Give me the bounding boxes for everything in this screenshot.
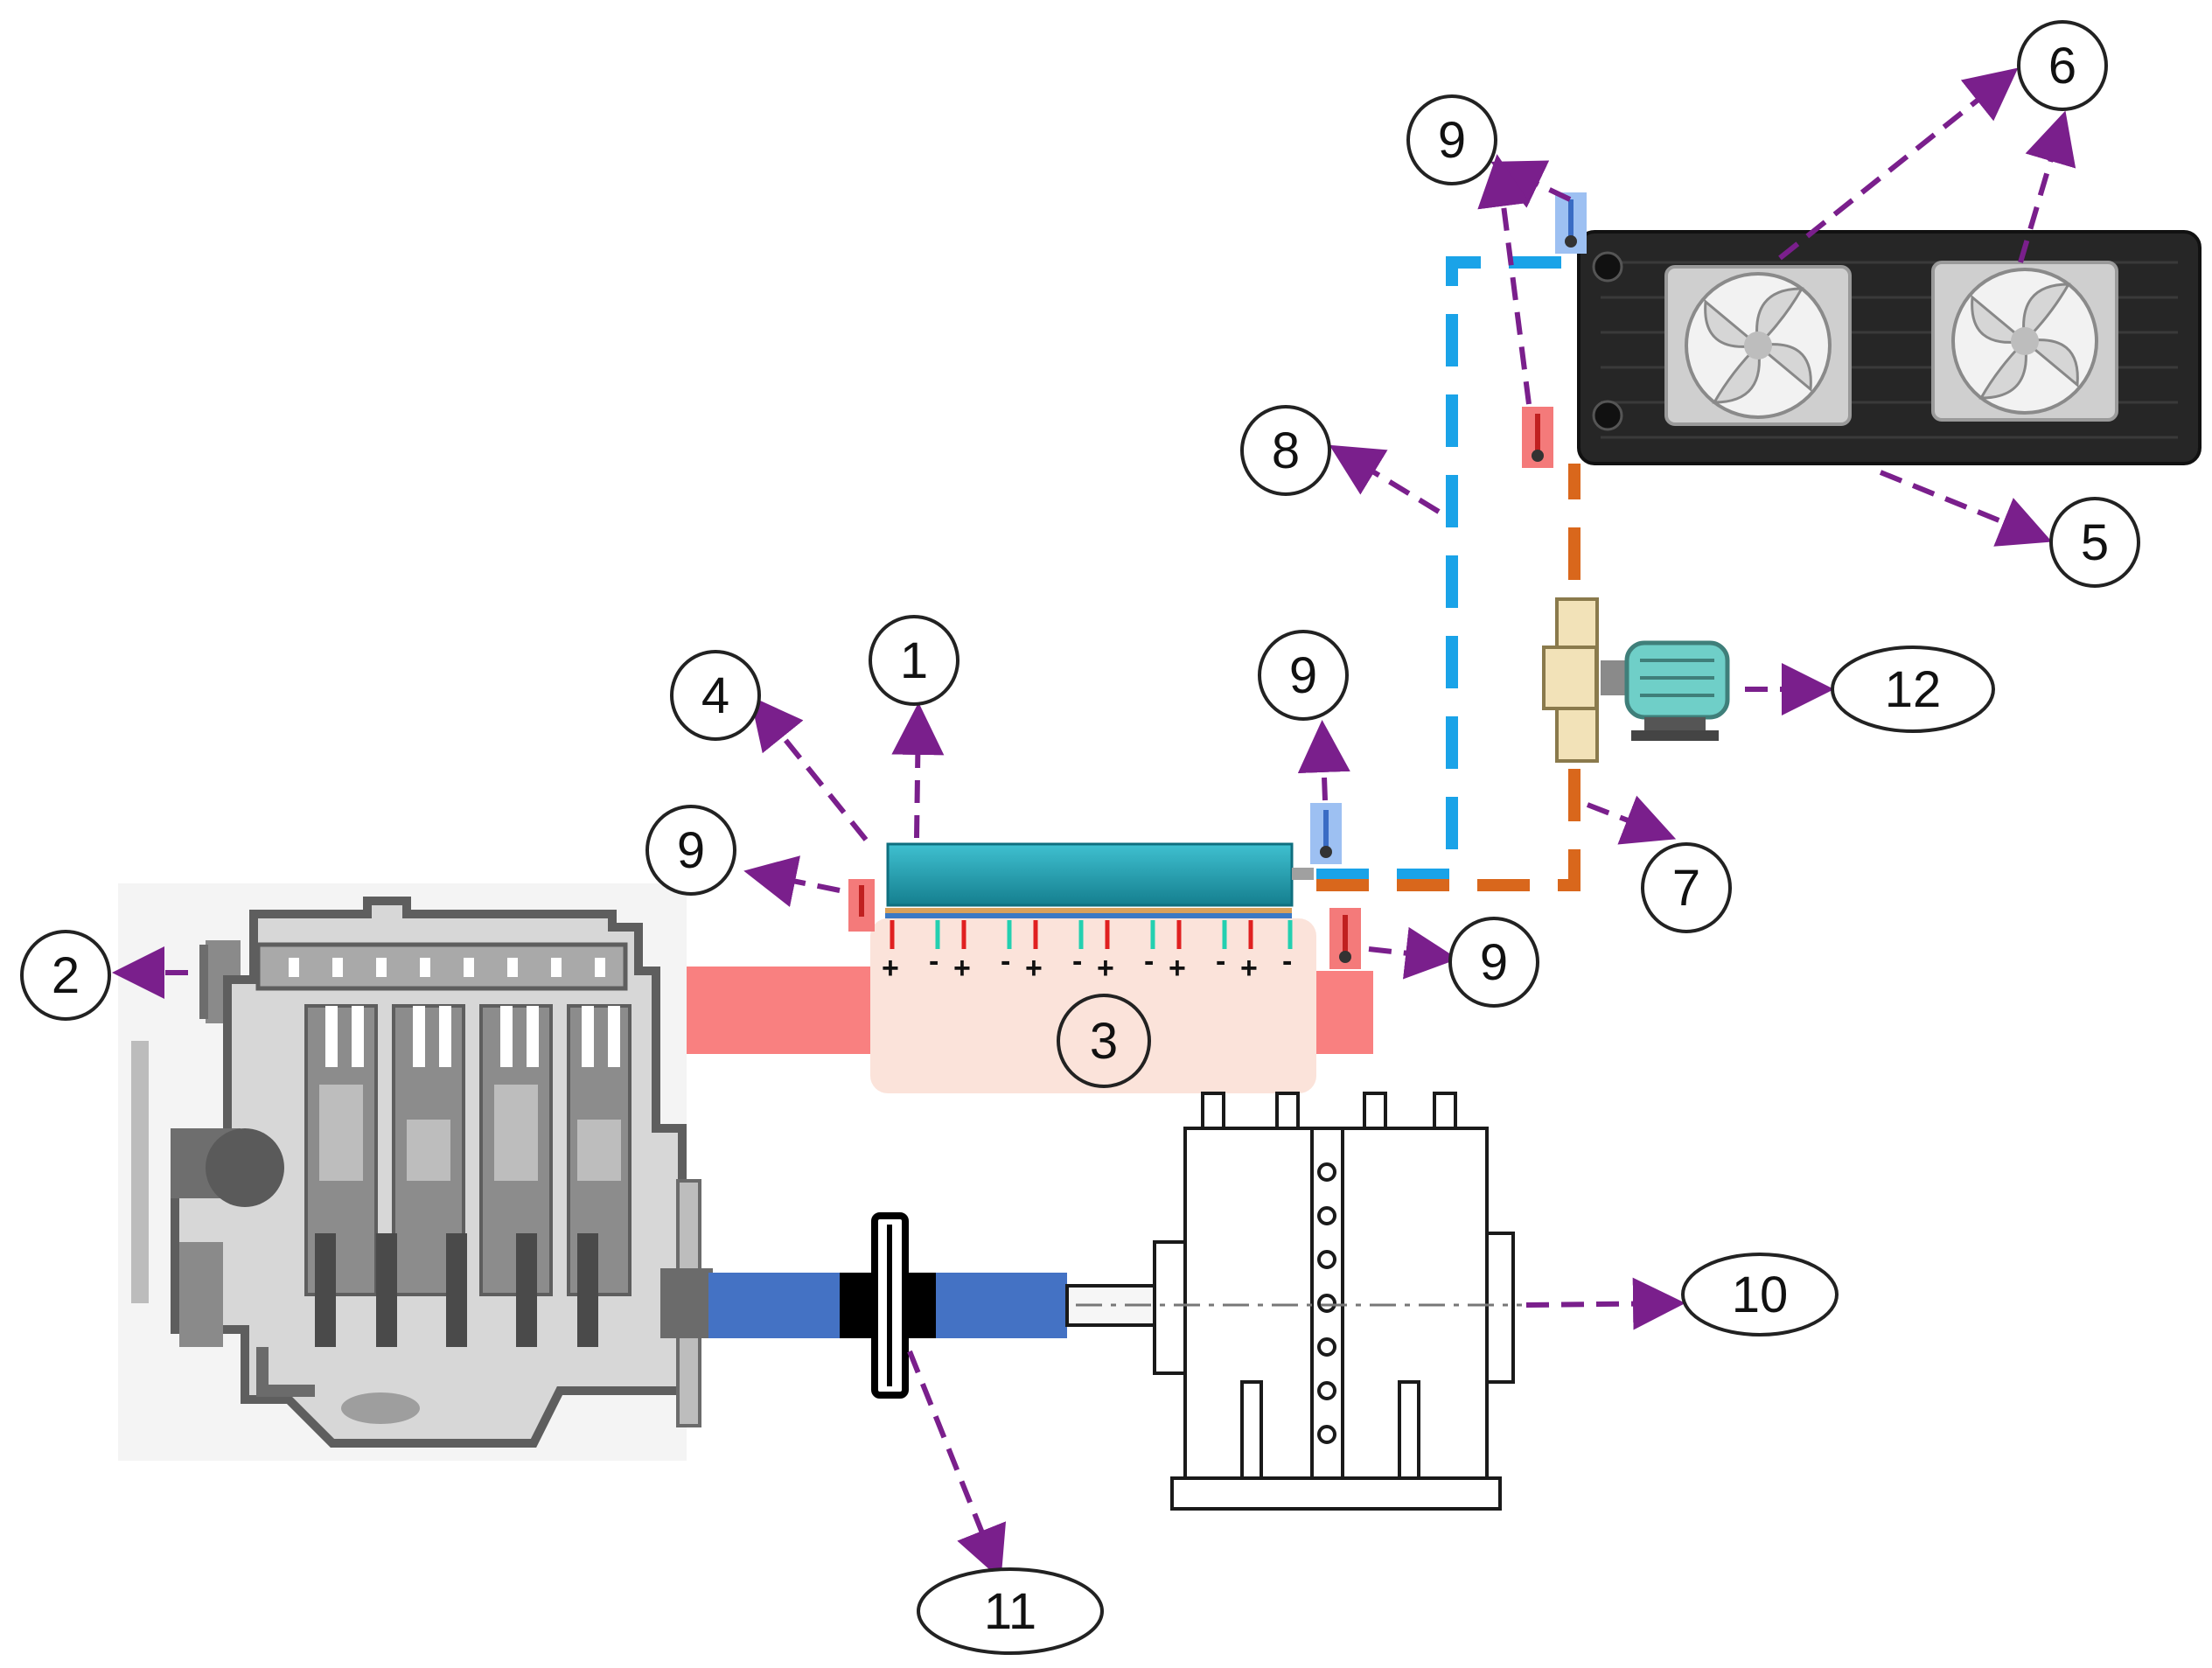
teg-heat-exchanger xyxy=(870,918,1316,1093)
callout-label: 9 xyxy=(1289,647,1317,704)
teg-polarity-label: + xyxy=(1025,952,1043,985)
callout-9: 9 xyxy=(1448,917,1539,1008)
callout-9: 9 xyxy=(1406,94,1497,185)
teg-polarity-label: - xyxy=(1001,945,1010,978)
teg-polarity-label: - xyxy=(1216,945,1225,978)
cooling-fan xyxy=(1931,261,2118,422)
temperature-sensor xyxy=(1555,192,1587,254)
torque-meter xyxy=(871,1212,909,1399)
temperature-sensor xyxy=(1329,908,1361,969)
callout-label: 3 xyxy=(1090,1013,1118,1070)
teg-polarity-label: + xyxy=(953,952,971,985)
callout-7: 7 xyxy=(1641,842,1732,933)
callout-label: 6 xyxy=(2048,38,2076,94)
callout-label: 9 xyxy=(677,822,705,879)
callout-label: 9 xyxy=(1438,112,1466,169)
teg-polarity-label: - xyxy=(1144,945,1154,978)
exhaust-pipe xyxy=(687,967,1373,1054)
dynamometer xyxy=(1065,1092,1515,1511)
callout-label: 11 xyxy=(984,1583,1036,1640)
temperature-sensor xyxy=(1310,803,1342,864)
callout-2: 2 xyxy=(20,930,111,1021)
teg-polarity-label: + xyxy=(882,952,899,985)
temperature-sensor xyxy=(1522,407,1553,468)
callout-4: 4 xyxy=(670,650,761,741)
teg-polarity-label: - xyxy=(1072,945,1082,978)
callout-12: 12 xyxy=(1831,646,1995,733)
teg-polarity-label: - xyxy=(929,945,939,978)
callout-label: 8 xyxy=(1272,422,1300,479)
callout-label: 4 xyxy=(701,667,729,724)
callout-label: 10 xyxy=(1732,1267,1789,1323)
cold-plate xyxy=(886,842,1314,907)
cold-coolant-line xyxy=(1316,256,1601,881)
temperature-sensor xyxy=(848,879,875,932)
callout-5: 5 xyxy=(2049,497,2140,588)
teg-polarity-label: + xyxy=(1169,952,1186,985)
teg-polarity-label: + xyxy=(1240,952,1258,985)
callout-9: 9 xyxy=(1258,630,1349,721)
cooling-fan xyxy=(1664,265,1852,426)
callout-label: 7 xyxy=(1672,860,1700,917)
callout-label: 1 xyxy=(900,632,928,689)
callout-label: 5 xyxy=(2081,514,2109,571)
engine xyxy=(118,883,713,1461)
leader-arrows xyxy=(112,67,2076,1581)
callout-9: 9 xyxy=(645,805,736,896)
callout-6: 6 xyxy=(2017,20,2108,111)
callout-8: 8 xyxy=(1240,405,1331,496)
teg-polarity-label: - xyxy=(1282,945,1292,978)
callout-3: 3 xyxy=(1057,994,1151,1088)
callout-1: 1 xyxy=(869,615,959,706)
callout-label: 9 xyxy=(1480,934,1508,991)
teg-polarity-label: + xyxy=(1097,952,1114,985)
callout-label: 12 xyxy=(1885,661,1942,718)
hot-coolant-line xyxy=(1316,464,1580,891)
callout-10: 10 xyxy=(1681,1253,1839,1336)
callout-11: 11 xyxy=(917,1567,1104,1655)
callout-label: 2 xyxy=(52,947,80,1004)
teg-modules: + - + - + - + - + - + - xyxy=(882,908,1293,985)
coolant-pump xyxy=(1542,597,1730,763)
